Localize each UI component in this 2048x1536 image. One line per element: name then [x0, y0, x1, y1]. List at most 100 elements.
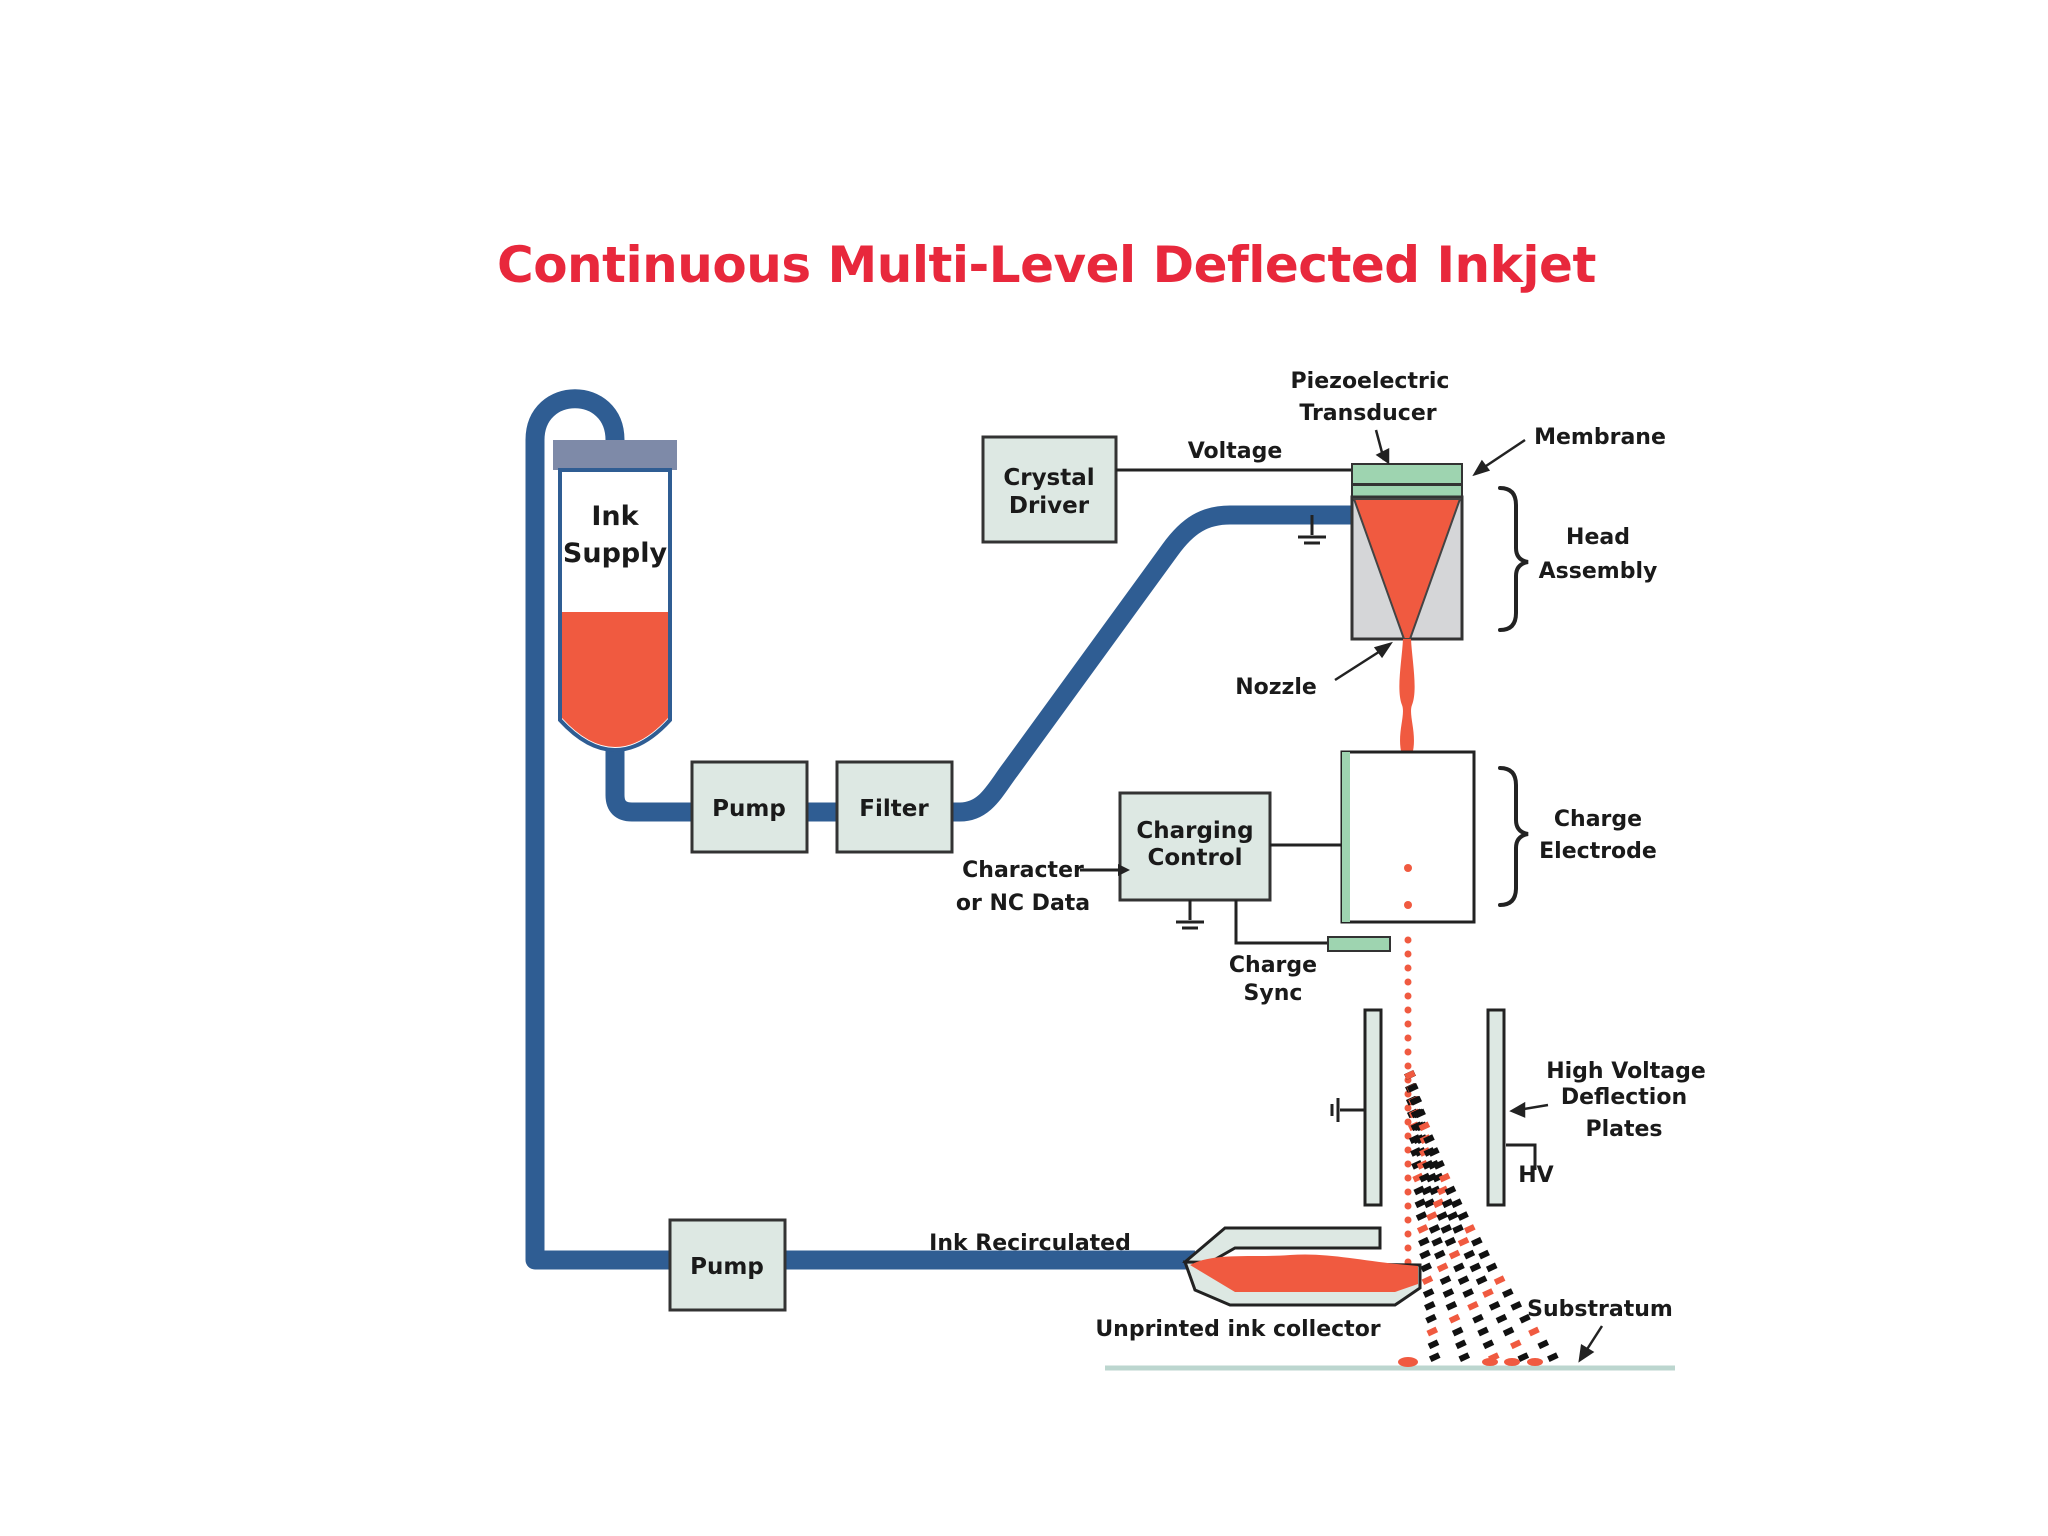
deflected-drop — [1416, 1224, 1429, 1234]
charged-drops-electrode — [1404, 864, 1412, 909]
deflected-drop — [1452, 1224, 1464, 1234]
deflected-drop — [1427, 1339, 1440, 1350]
hv-plates-label-2: Deflection — [1561, 1085, 1687, 1110]
charge-electrode-plate — [1342, 752, 1350, 922]
deflected-drop — [1453, 1262, 1465, 1273]
deflected-drop — [1517, 1352, 1530, 1362]
deflected-drop — [1477, 1326, 1489, 1337]
deflected-drop — [1404, 1070, 1416, 1080]
deflected-drop — [1537, 1339, 1550, 1350]
ink-supply-tank: Ink Supply — [553, 440, 677, 752]
deflected-drop — [1431, 1236, 1443, 1247]
ink-drop — [1404, 1174, 1412, 1182]
deflected-drop — [1448, 1313, 1461, 1324]
deflected-drop — [1436, 1262, 1449, 1273]
ink-pipes — [525, 389, 1352, 1270]
return-pipe — [525, 389, 1195, 1270]
ink-drop — [1404, 978, 1412, 986]
deflected-drop — [1433, 1159, 1445, 1170]
deflected-drop — [1458, 1352, 1471, 1362]
crystal-driver-box: Crystal Driver — [981, 435, 1118, 544]
ink-supply-label-1: Ink — [591, 501, 639, 532]
ink-drop — [1404, 1132, 1412, 1140]
deflected-drop — [1426, 1211, 1438, 1221]
ink-drop — [1404, 1118, 1412, 1126]
ink-supply-ink — [562, 612, 668, 747]
ink-recirculated-label: Ink Recirculated — [929, 1231, 1131, 1256]
nozzle-label: Nozzle — [1235, 675, 1317, 700]
deflected-drop — [1455, 1339, 1467, 1350]
deflected-drop — [1441, 1198, 1454, 1209]
deflected-drop — [1547, 1352, 1559, 1362]
charge-sync-label-1: Charge — [1229, 953, 1317, 978]
deflected-drop — [1445, 1301, 1458, 1311]
ink-drop — [1404, 950, 1412, 958]
deflected-drop — [1419, 1249, 1431, 1260]
deflected-drop — [1457, 1275, 1470, 1286]
wires — [1080, 468, 1537, 1170]
undeflected-drop-stream — [1404, 936, 1412, 1266]
pump-box-top: Pump — [690, 760, 809, 854]
unprinted-ink-collector — [1182, 1226, 1422, 1307]
deflected-drop — [1429, 1185, 1441, 1196]
deflected-drop — [1501, 1288, 1514, 1298]
unprinted-collector-label: Unprinted ink collector — [1095, 1317, 1380, 1342]
deflected-drop — [1457, 1211, 1469, 1221]
head-assembly-label-2: Assembly — [1539, 559, 1658, 584]
deflected-drop — [1495, 1313, 1508, 1324]
deflected-drop — [1428, 1224, 1441, 1234]
deflected-drop — [1418, 1121, 1431, 1132]
nozzle-arrow — [1334, 646, 1386, 682]
svg-text:Pump: Pump — [712, 796, 786, 822]
deflected-drop — [1463, 1224, 1476, 1234]
deflected-drop — [1423, 1198, 1436, 1209]
deflected-drop — [1432, 1172, 1444, 1183]
deflected-drop — [1438, 1172, 1451, 1183]
charge-electrode-box — [1340, 750, 1476, 924]
charge-electrode-label-1: Charge — [1554, 807, 1642, 832]
deflected-drop — [1469, 1262, 1482, 1273]
deflected-drop — [1448, 1249, 1461, 1260]
ink-drop — [1404, 1062, 1412, 1070]
deflected-drop — [1478, 1249, 1490, 1260]
deflected-drop — [1528, 1326, 1540, 1337]
hv-wire — [1506, 1143, 1537, 1170]
head-assembly — [1350, 463, 1464, 641]
charge-sync-label-2: Sync — [1244, 981, 1303, 1006]
deflected-drop — [1510, 1339, 1522, 1350]
ink-drop — [1404, 992, 1412, 1000]
deflected-drop — [1472, 1313, 1484, 1324]
deflected-drop — [1412, 1172, 1424, 1183]
hv-plates-label-3: Plates — [1585, 1117, 1662, 1142]
character-data-arrowhead — [1118, 864, 1130, 876]
deflected-drop — [1418, 1172, 1431, 1183]
deflected-drop — [1436, 1185, 1449, 1196]
svg-text:Charging: Charging — [1136, 818, 1253, 844]
deflected-drop — [1502, 1326, 1515, 1337]
charging-control-box: Charging Control — [1118, 791, 1272, 902]
deflected-drop — [1422, 1288, 1435, 1298]
svg-text:Filter: Filter — [859, 796, 929, 822]
deflected-drop — [1423, 1134, 1435, 1144]
deflected-drop — [1471, 1236, 1483, 1247]
printed-dots — [1398, 1357, 1543, 1367]
charge-sync-sensor — [1327, 936, 1391, 952]
membrane-arrow — [1479, 438, 1526, 472]
supply-pipe — [605, 505, 1352, 822]
ink-drop — [1404, 1188, 1412, 1196]
deflected-drop — [1420, 1262, 1433, 1273]
deflected-drop — [1451, 1326, 1464, 1337]
deflected-drop — [1439, 1275, 1452, 1286]
svg-text:Crystal: Crystal — [1003, 465, 1094, 491]
ink-drop — [1404, 1230, 1412, 1238]
ink-drop — [1404, 1048, 1412, 1056]
filter-box: Filter — [835, 760, 954, 854]
ink-drop — [1404, 1216, 1412, 1224]
deflected-drop — [1440, 1224, 1453, 1234]
deflected-drop — [1432, 1198, 1445, 1209]
charge-electrode-brace — [1498, 766, 1529, 907]
deflection-plate-left — [1363, 1008, 1383, 1207]
ink-supply-label-2: Supply — [563, 538, 668, 569]
deflected-drop — [1410, 1095, 1423, 1106]
